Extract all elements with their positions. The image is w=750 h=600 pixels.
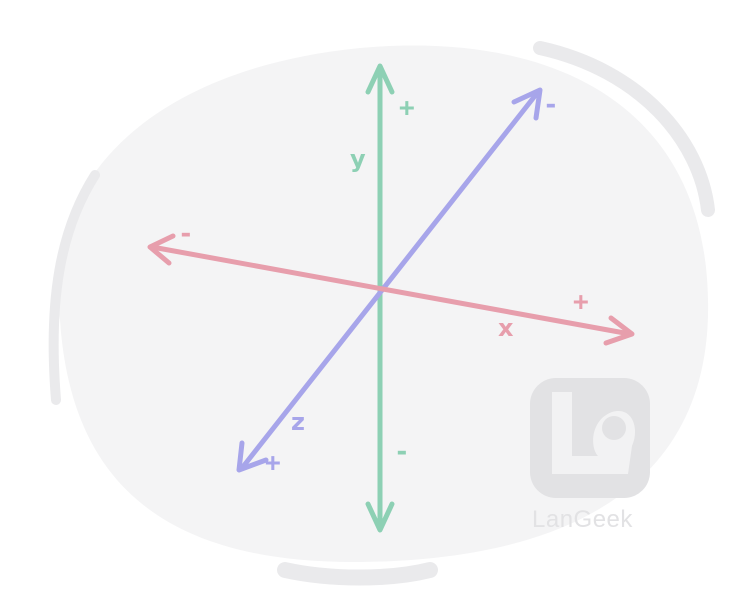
y-axis-label: y — [350, 145, 366, 173]
x-axis-label: x — [498, 314, 514, 342]
langeek-logo-mark — [552, 392, 636, 474]
backdrop-stroke-left — [48, 170, 100, 405]
x-axis-line — [149, 244, 633, 337]
z-axis-arrowhead-bottom — [236, 440, 269, 473]
z-axis-label: z — [291, 408, 305, 436]
langeek-watermark: LanGeek — [530, 378, 650, 533]
backdrop-stroke-right — [533, 41, 715, 217]
y-axis-arrowhead-top — [365, 63, 395, 95]
langeek-wordmark: LanGeek — [532, 506, 633, 533]
x-axis-positive-sign: + — [573, 287, 589, 317]
x-axis-arrowhead-right — [603, 315, 635, 346]
x-axis: x + - — [147, 219, 635, 346]
z-axis-positive-sign: + — [265, 448, 281, 478]
z-axis: z + - — [236, 87, 559, 478]
z-axis-arrowhead-top — [511, 87, 543, 121]
y-axis-arrowhead-bottom — [365, 501, 395, 533]
y-axis: y + - — [350, 63, 415, 533]
x-axis-negative-sign: - — [178, 219, 194, 249]
langeek-logo-dot — [602, 416, 626, 440]
backdrop-stroke-bottom — [277, 562, 438, 586]
x-axis-arrowhead-left — [147, 233, 176, 266]
y-axis-positive-sign: + — [399, 93, 415, 123]
y-axis-negative-sign: - — [394, 437, 410, 467]
z-axis-line — [239, 89, 541, 471]
z-axis-negative-sign: - — [543, 90, 559, 120]
